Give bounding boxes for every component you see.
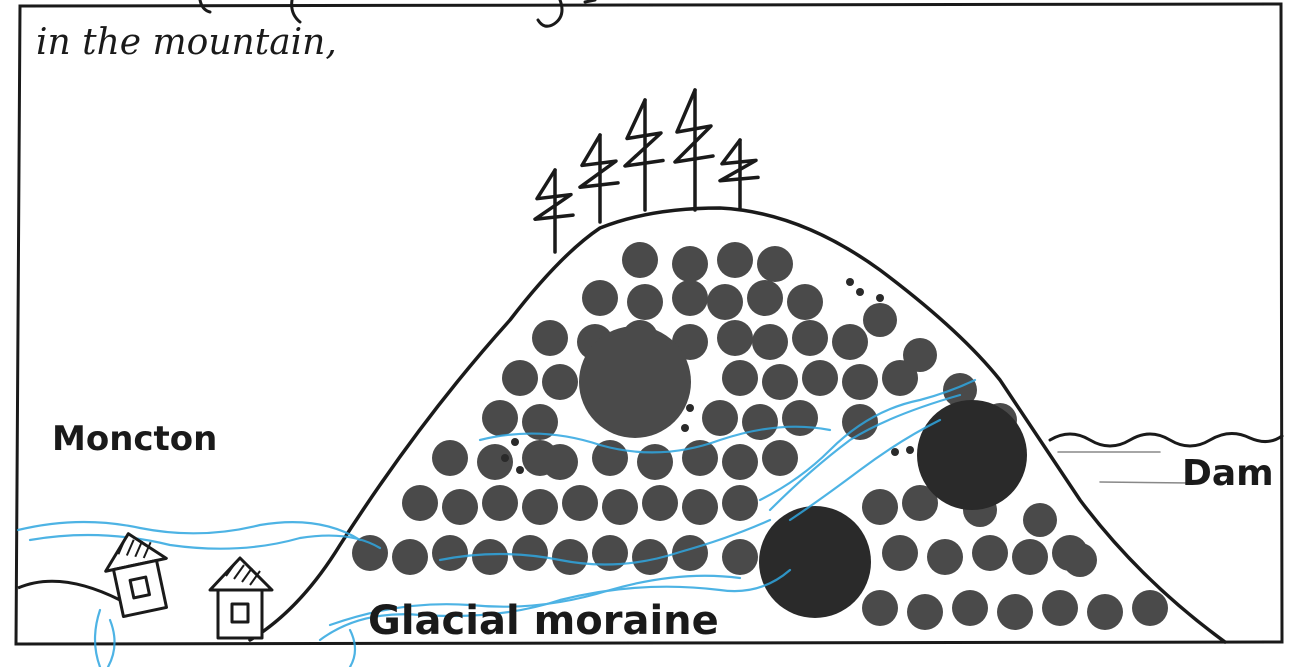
pebble-icon [516,466,524,474]
caption-text: in the mountain, [36,22,337,63]
boulder-icon [602,489,638,525]
boulder-icon [352,535,388,571]
boulder-icon [882,535,918,571]
pine-tree-icon [625,100,663,210]
label-glacial-moraine: Glacial moraine [368,598,719,644]
boulder-icon [972,535,1008,571]
large-boulder-icon [917,400,1027,510]
boulder-icon [707,284,743,320]
boulder-icon [787,284,823,320]
boulder-icon [757,246,793,282]
boulder-icon [432,535,468,571]
boulder-icon [627,284,663,320]
boulder-icon [442,489,478,525]
house-icon [99,527,176,618]
boulder-icon [482,400,518,436]
boulder-icon [392,539,428,575]
houses-group [99,527,272,638]
boulder-icon [832,324,868,360]
label-moncton: Moncton [52,419,217,459]
boulder-icon [592,440,628,476]
boulder-icon [552,539,588,575]
boulder-icon [542,444,578,480]
boulder-icon [672,280,708,316]
boulder-icon [532,320,568,356]
pebble-icon [876,294,884,302]
label-dam: Dam [1182,453,1274,494]
boulder-icon [722,485,758,521]
boulder-icon [842,364,878,400]
boulder-icon [717,320,753,356]
boulder-icon [1132,590,1168,626]
boulder-icon [907,594,943,630]
boulder-icon [1012,539,1048,575]
pebble-icon [891,448,899,456]
boulder-icon [722,444,758,480]
boulder-icon [1023,503,1057,537]
boulder-icon [582,280,618,316]
boulder-icon [642,485,678,521]
pebble-icon [686,404,694,412]
boulder-icon [742,404,778,440]
boulder-icon [782,400,818,436]
boulder-icon [1063,543,1097,577]
boulder-icon [502,360,538,396]
pebble-icon [511,438,519,446]
boulder-icon [752,324,788,360]
boulder-icon [477,444,513,480]
boulder-icon [1087,594,1123,630]
boulder-icon [802,360,838,396]
boulder-icon [637,444,673,480]
boulder-icon [997,594,1033,630]
boulder-icon [522,489,558,525]
boulder-icon [722,539,758,575]
boulder-icon [863,303,897,337]
boulder-icon [592,535,628,571]
pebble-icon [906,446,914,454]
pebble-icon [846,278,854,286]
boulder-icon [482,485,518,521]
left-ground [18,581,120,600]
tree-line [535,90,758,252]
boulder-icon [903,338,937,372]
boulder-icon [762,440,798,476]
large-boulder-icon [759,506,871,618]
boulder-icon [722,360,758,396]
pine-tree-icon [535,170,573,252]
pine-tree-icon [720,140,758,208]
boulder-icon [762,364,798,400]
pine-tree-icon [675,90,713,210]
house-icon [210,558,272,638]
boulder-icon [472,539,508,575]
boulder-icon [622,242,658,278]
boulder-icon [747,280,783,316]
boulder-icon [542,364,578,400]
boulder-icon [927,539,963,575]
pebble-icon [856,288,864,296]
pebble-icon [501,454,509,462]
boulder-icon [1042,590,1078,626]
boulder-icon [432,440,468,476]
boulder-icon [512,535,548,571]
boulder-icon [402,485,438,521]
boulder-icon [792,320,828,356]
boulder-field [352,242,1168,630]
pebble-icon [681,424,689,432]
boulder-icon [862,489,898,525]
boulder-icon [562,485,598,521]
boulder-icon [672,246,708,282]
large-boulder-icon [579,326,691,438]
boulder-icon [682,489,718,525]
boulder-icon [952,590,988,626]
boulder-icon [702,400,738,436]
boulder-icon [717,242,753,278]
boulder-icon [862,590,898,626]
pine-tree-icon [580,135,618,222]
